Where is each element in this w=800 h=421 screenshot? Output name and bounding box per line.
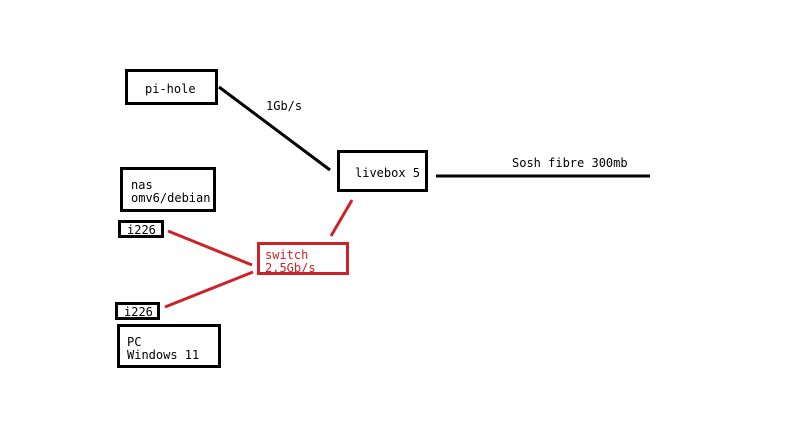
- edge-label-isp: Sosh fibre 300mb: [512, 156, 628, 170]
- node-switch-name: switch: [265, 248, 309, 262]
- edge-nas-switch: [167, 229, 253, 267]
- node-livebox: livebox 5: [337, 150, 428, 192]
- node-nas-nic-label: i226: [127, 223, 156, 237]
- node-livebox-label: livebox 5: [355, 166, 421, 180]
- node-pc-nic: i226: [115, 302, 160, 320]
- node-switch-speed: 2,5Gb/s: [265, 261, 316, 275]
- node-nas-nic: i226: [118, 220, 164, 238]
- edge-pihole-livebox: [218, 85, 331, 172]
- node-pc: PC Windows 11: [117, 324, 221, 368]
- node-nas-os: omv6/debian: [131, 191, 211, 205]
- node-nas-name: nas: [131, 178, 153, 192]
- node-pihole: pi-hole: [125, 69, 218, 105]
- node-pihole-label: pi-hole: [145, 82, 196, 96]
- edge-pc-switch: [164, 270, 254, 309]
- node-nas: nas omv6/debian: [120, 167, 216, 212]
- edge-label-speed: 1Gb/s: [266, 99, 303, 113]
- node-switch: switch 2,5Gb/s: [257, 242, 349, 275]
- node-pc-name: PC: [127, 335, 142, 349]
- node-pc-os: Windows 11: [127, 348, 200, 362]
- node-pc-nic-label: i226: [124, 305, 153, 319]
- edge-livebox-switch: [329, 199, 354, 237]
